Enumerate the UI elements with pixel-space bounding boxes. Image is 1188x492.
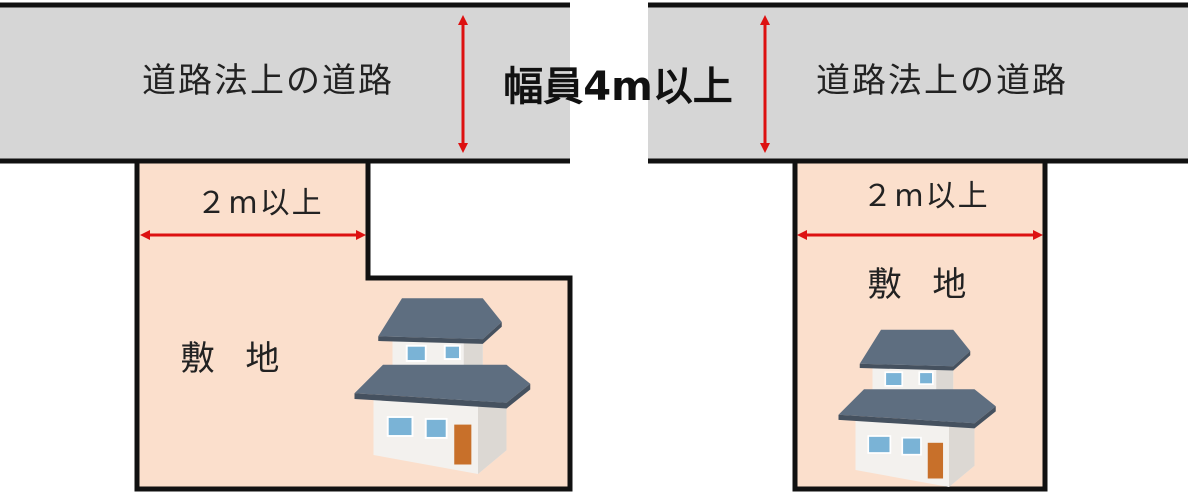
road-right: [648, 5, 1188, 161]
site-label-right: 敷 地: [868, 265, 977, 305]
frontage-label-right: ２m以上: [862, 179, 989, 214]
road-width-label: 幅員4m以上: [503, 64, 733, 110]
road-label-right: 道路法上の道路: [816, 61, 1068, 101]
site-label-left: 敷 地: [181, 339, 290, 379]
road-left: [0, 5, 570, 161]
frontage-label-left: ２m以上: [196, 186, 323, 221]
road-label-left: 道路法上の道路: [142, 61, 394, 101]
